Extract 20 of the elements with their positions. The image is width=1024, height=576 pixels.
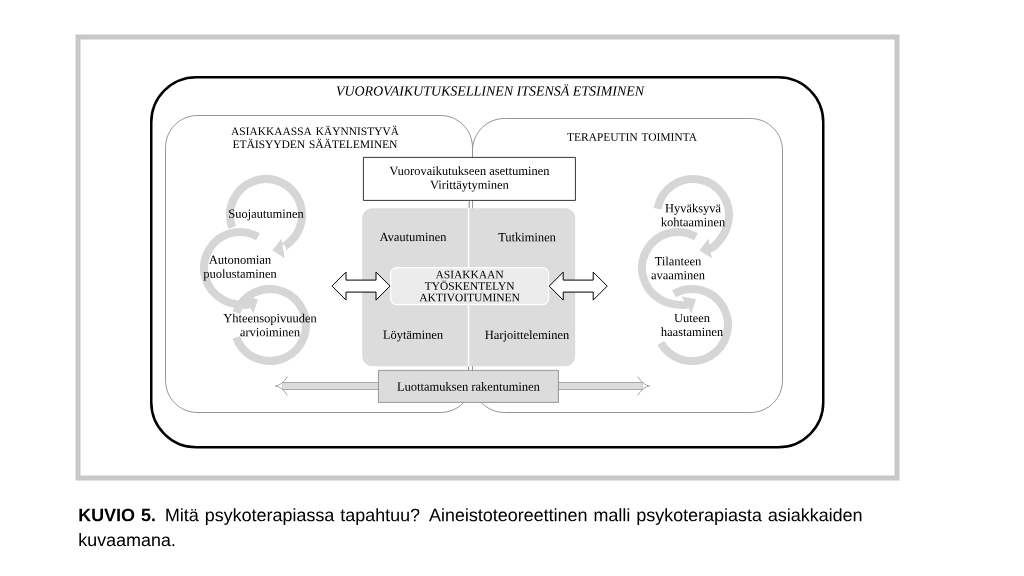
quadrant-label: Harjoitteleminen — [485, 330, 569, 342]
region-heading: TERAPEUTIN TOIMINTA — [567, 133, 697, 141]
node-label: Suojautuminen — [229, 209, 304, 221]
quadrant-label: Tutkiminen — [498, 232, 556, 242]
connector-line — [468, 200, 470, 209]
caption: KUVIO 5. Mitä psykoterapiassa tapahtuu? Aineistoteoreettinen malli psykoterapiasta asiakkaiden kuvaamana. — [79, 508, 862, 547]
cycle-step: Uuteen haastaminen — [657, 285, 732, 365]
quadrant-label: Avautuminen — [379, 232, 447, 242]
node-label: Tilanteen avaaminen — [651, 256, 705, 280]
center-box: ASIAKKAAN TYÖSKENTELYN AKTIVOITUMINEN — [390, 267, 550, 306]
region-heading: ASIAKKAASSA KÄYNNISTYVÄ ETÄISYYDEN SÄÄTELEMINEN — [231, 125, 399, 149]
process-box: Vuorovaikutukseen asettuminen Virittäytyminen — [363, 157, 576, 201]
hollow-arrow — [548, 271, 608, 301]
hollow-arrow — [331, 271, 391, 301]
heading: VUOROVAIKUTUKSELLINEN ITSENSÄ ETSIMINEN — [336, 84, 645, 96]
connector-line — [467, 365, 469, 371]
process-box: Luottamuksen rakentuminen — [378, 370, 559, 403]
quadrant-label: Löytäminen — [383, 330, 443, 342]
cycle-step: Yhteensopivuuden arvioiminen — [223, 285, 317, 365]
node-label: Hyväksyvä kohtaaminen — [661, 203, 725, 227]
